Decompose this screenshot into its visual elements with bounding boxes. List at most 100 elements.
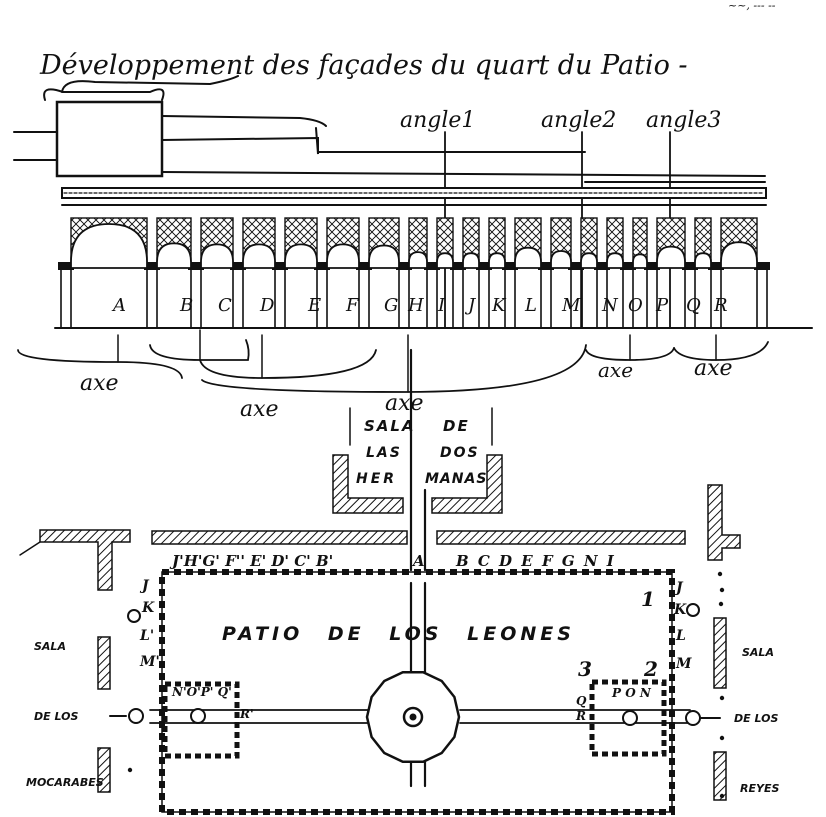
corner-note: ~~, --- -- [728,0,776,12]
inner-left-r: R' [239,707,254,721]
arch [514,217,542,269]
column [60,267,72,329]
svg-text:R: R [575,709,586,723]
corner-number-3: 3 [578,657,592,681]
hall-wall-left [332,454,404,514]
arch [242,217,276,269]
arch [70,217,148,269]
inner-right-letters: P O N [611,686,652,700]
patio-label: PATIO DE LOS LEONES [222,623,575,645]
angle-2-label: angle2 [541,108,616,133]
bay-label: R [713,295,728,316]
inner-left-letters: N'O'P' Q' [171,685,232,699]
svg-text:J: J [139,578,150,594]
hall-wall-right [431,454,503,514]
right-hall-de-los: DE LOS [734,712,778,725]
corner-number-1: 1 [641,587,655,611]
column [756,267,768,329]
svg-text:M: M [675,656,692,672]
water-channels [149,581,691,788]
sala-label: SALA [364,417,416,435]
bay-label: E [307,295,321,316]
bay-label: O [628,295,643,316]
bay-label: C [218,295,232,316]
left-column-letters: J K L' M' [139,578,160,670]
column [452,267,464,329]
column-capital [144,262,160,270]
roofline [13,75,766,183]
svg-text:K: K [141,600,155,616]
axis-label-3: axe [385,391,424,416]
column-capital [568,262,584,270]
axis-label-5: axe [694,356,733,381]
arch [550,217,572,269]
column [358,267,370,329]
bay-label: N [601,295,619,316]
bay-label: H [407,295,424,316]
axis-label-2: axe [240,397,279,422]
arcade-elevation [58,217,770,329]
arch [488,217,506,269]
arch [580,217,598,269]
arch [368,217,400,269]
bay-label: K [491,295,507,316]
column [478,267,490,329]
column-capital [476,262,492,270]
arch [156,217,192,269]
las-label: LAS [366,445,402,461]
arch [326,217,360,269]
entablature [61,187,767,206]
page-title: Développement des façades du quart du Pa… [39,50,688,81]
column-capital [594,262,610,270]
outer-gallery-walls [19,484,741,801]
arch [632,217,648,269]
lion-fountain [365,670,461,764]
column [504,267,516,329]
bay-label: L [524,295,537,316]
letters-top-left: J'H'G' F'' E' D' C' B' [169,552,333,570]
column [274,267,286,329]
door-dots [127,571,725,799]
arch [408,217,428,269]
left-hall-de-los: DE LOS [34,710,78,723]
column-capital [58,262,74,270]
bay-label: I [437,295,446,316]
right-hall-sala: SALA [742,646,774,659]
column-capital [644,262,660,270]
column-capital [450,262,466,270]
dos-label: DOS [440,445,480,461]
column-capital [620,262,636,270]
corner-number-2: 2 [643,657,658,681]
bay-label: B [179,295,193,316]
bay-label: Q [686,295,701,316]
svg-text:Q: Q [576,694,587,708]
axis-braces: axe axe axe axe axe [17,329,769,422]
column-capital [708,262,724,270]
angle-1-label: angle1 [400,108,475,133]
sala-de-las-dos-hermanas: SALA DE LAS DOS HER MANAS [332,348,503,572]
de-label: DE [443,417,470,435]
bay-label: G [384,295,398,316]
svg-text:M': M' [139,654,160,670]
column-capital [424,262,440,270]
angle-3-label: angle3 [646,108,721,133]
arch [284,217,318,269]
arch [462,217,480,269]
manas-label: MANAS [425,471,487,487]
arch [694,217,712,269]
her-label: HER [356,471,397,487]
letters-top-right: B C D E F G N I [455,552,615,570]
column-capital [188,262,204,270]
column-capital [314,262,330,270]
arch [656,217,686,269]
column-capital [356,262,372,270]
column [540,267,552,329]
column-capital [230,262,246,270]
column-capital [682,262,698,270]
column [232,267,244,329]
column-capital [502,262,518,270]
left-hall-mocarabes: MOCARABES [26,776,104,789]
letter-axis-a: A [411,552,425,570]
